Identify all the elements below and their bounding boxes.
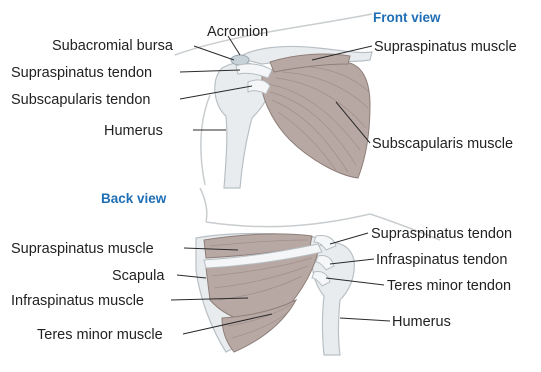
label-scapula: Scapula [112, 268, 165, 284]
front-view-illustration [175, 14, 372, 188]
supraspinatus-tendon-leader-back [330, 233, 368, 244]
label-subscapularis-tendon: Subscapularis tendon [11, 92, 150, 108]
front-view-title: Front view [373, 10, 441, 25]
humerus-leader-back [340, 318, 390, 321]
front-arm-outline [201, 95, 210, 185]
label-infraspinatus-muscle: Infraspinatus muscle [11, 293, 144, 309]
label-supraspinatus-tendon-back: Supraspinatus tendon [371, 226, 512, 242]
label-supraspinatus-muscle-back: Supraspinatus muscle [11, 241, 154, 257]
label-humerus-front: Humerus [104, 123, 163, 139]
label-acromion: Acromion [207, 24, 268, 40]
label-infraspinatus-tendon: Infraspinatus tendon [376, 252, 507, 268]
back-shoulder-outline [206, 214, 370, 227]
back-neck-outline [200, 188, 207, 222]
label-subacromial-bursa: Subacromial bursa [52, 38, 174, 54]
back-view-title: Back view [101, 191, 167, 206]
subacromial-bursa-leader [194, 46, 234, 60]
label-teres-minor-muscle: Teres minor muscle [37, 327, 163, 343]
label-supraspinatus-tendon-front: Supraspinatus tendon [11, 65, 152, 81]
label-supraspinatus-muscle-front: Supraspinatus muscle [374, 39, 517, 55]
label-humerus-back: Humerus [392, 314, 451, 330]
label-subscapularis-muscle: Subscapularis muscle [372, 136, 513, 152]
front-subscapularis-muscle-shape [262, 61, 370, 178]
label-teres-minor-tendon: Teres minor tendon [387, 278, 511, 294]
